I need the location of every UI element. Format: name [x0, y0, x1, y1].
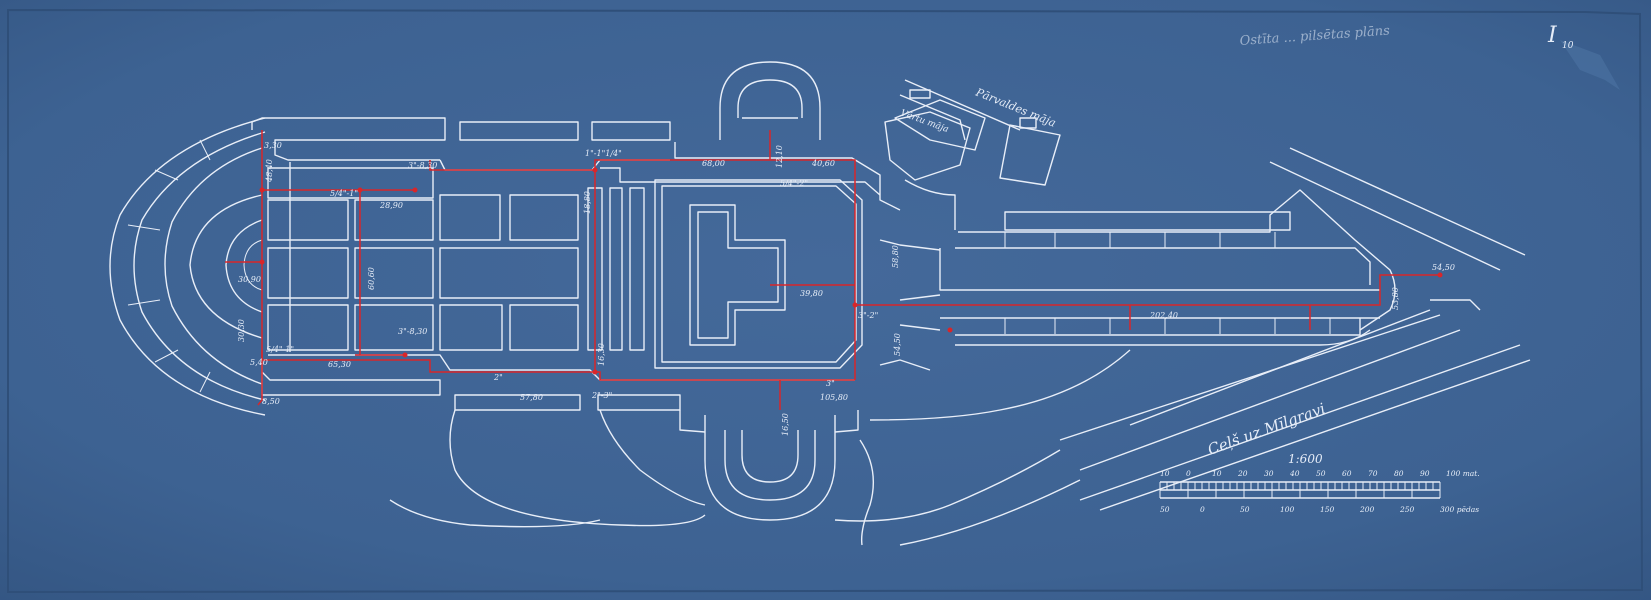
dimension-label: 57,80 — [520, 393, 543, 402]
dimension-label: 3"-8,30 — [398, 327, 427, 336]
scale-top-label: 90 — [1420, 469, 1430, 478]
scale-top-label: 10 — [1212, 469, 1222, 478]
scale-top-label: 20 — [1237, 469, 1248, 478]
dimension-label: 1"-1"1/4" — [585, 149, 622, 158]
dimension-label: 5/4"-1" — [330, 189, 358, 198]
sheet-number: I — [1547, 23, 1558, 48]
dimension-label: 54,50 — [1432, 263, 1455, 272]
dimension-label: 5/4"-1" — [266, 345, 294, 354]
scale-top-label: 40 — [1289, 469, 1300, 478]
scale-top-label: 30 — [1264, 469, 1274, 478]
scale-bottom-label: 300 pēdas — [1440, 505, 1479, 514]
scale-bottom-label: 150 — [1320, 505, 1335, 514]
dimension-label: 18,80 — [583, 191, 592, 214]
dimension-label: 30,30 — [237, 319, 246, 342]
dimension-label: 16,50 — [781, 413, 790, 436]
dimension-label: 12,10 — [775, 145, 784, 168]
dimension-label: 54,50 — [893, 333, 902, 356]
scale-top-label: 50 — [1316, 469, 1326, 478]
dimension-label: 30,90 — [238, 275, 261, 284]
south-park — [389, 349, 1131, 546]
sheet-number-sub: 10 — [1562, 41, 1574, 51]
dimension-label: 3"-2" — [858, 311, 878, 320]
dimension-label: 5/4"-2" — [780, 179, 808, 188]
west-hemicycle — [109, 117, 266, 416]
dimension-label: 60,60 — [367, 267, 376, 290]
east-alley — [879, 179, 1396, 371]
dimension-label: 105,80 — [820, 393, 848, 402]
dimension-label: 2"-3" — [591, 391, 612, 400]
red-pipe-network — [225, 130, 1443, 410]
scale-bottom-label: 100 — [1280, 505, 1295, 514]
scale-bottom-label: 250 — [1399, 505, 1415, 514]
scale-top-label: 70 — [1368, 469, 1378, 478]
scale-top-label: 80 — [1394, 469, 1404, 478]
dimension-label: 16,30 — [597, 343, 606, 366]
dimension-label: 58,80 — [891, 245, 900, 268]
dimension-label: 2" — [493, 373, 503, 382]
scale-top-label: 0 — [1186, 469, 1191, 478]
scale-bottom-label: 50 — [1240, 505, 1250, 514]
sheet-edge — [7, 8, 1644, 594]
dimension-label: 5,40 — [250, 358, 268, 367]
scale-top-label: 100 mat. — [1446, 469, 1480, 478]
scale-bottom-label: 50 — [1160, 505, 1170, 514]
north-semicircle — [719, 61, 821, 140]
dimension-label: 3" — [826, 379, 835, 388]
south-semicircle — [679, 410, 859, 521]
dimension-label: 53,80 — [1391, 287, 1400, 310]
dimension-label: 3,30 — [264, 141, 282, 150]
dimension-label: 202,40 — [1149, 311, 1178, 320]
dimension-label: 3"-8,30 — [408, 161, 437, 170]
dimension-label: 40,60 — [811, 159, 835, 168]
scale-bottom-label: 0 — [1200, 505, 1205, 514]
diagonal-roads — [1059, 147, 1531, 511]
dimension-label: 28,90 — [379, 201, 403, 210]
dimension-label: 65,30 — [328, 360, 351, 369]
scale-ratio: 1:600 — [1288, 452, 1323, 466]
scale-bottom-label: 200 — [1359, 505, 1375, 514]
scale-top-label: 10 — [1160, 469, 1170, 478]
dimension-label: 8,50 — [262, 397, 280, 406]
torn-corner — [1560, 40, 1620, 90]
dimension-label: 68,00 — [702, 159, 725, 168]
administration-buildings — [884, 79, 1061, 186]
scale-top-label: 60 — [1342, 469, 1352, 478]
dimension-label: 48,40 — [265, 159, 274, 183]
dimension-label: 39,80 — [800, 289, 823, 298]
dimension-labels: 3,30 48,40 5/4"-1" 28,90 3"-8,30 30,90 6… — [237, 141, 1455, 436]
